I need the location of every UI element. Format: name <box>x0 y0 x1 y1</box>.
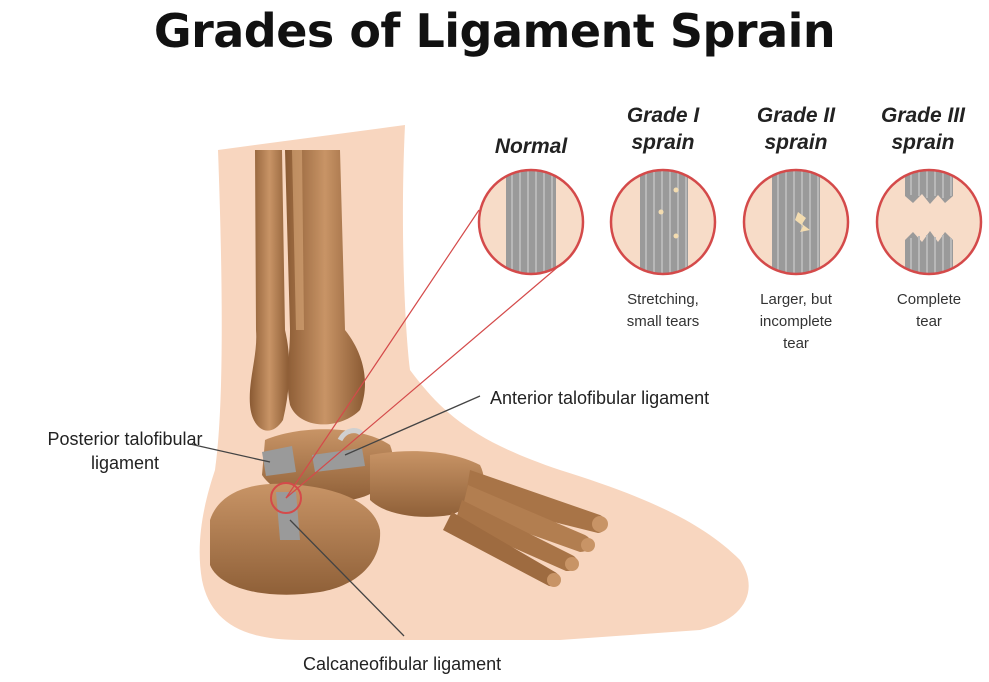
grade-description-grade-2: Larger, but incomplete tear <box>731 289 861 355</box>
grade-circle-normal <box>479 165 583 280</box>
grade-circle-grade-1 <box>611 165 715 280</box>
grade-circle-grade-2 <box>744 165 848 280</box>
grade-description-grade-1: Stretching, small tears <box>598 289 728 333</box>
grade-circle-grade-3 <box>877 165 981 280</box>
grade-label-normal: Normal <box>471 133 591 160</box>
callout-posterior-talofibular: Posterior talofibular ligament <box>20 427 230 475</box>
grade-label-grade-3: Grade III sprain <box>863 102 983 156</box>
callout-calcaneofibular: Calcaneofibular ligament <box>303 652 603 676</box>
calcaneofibular-ligament <box>276 492 300 540</box>
grade-label-grade-2: Grade II sprain <box>736 102 856 156</box>
callout-anterior-talofibular: Anterior talofibular ligament <box>490 386 820 410</box>
grade-description-grade-3: Complete tear <box>864 289 989 333</box>
grade-label-grade-1: Grade I sprain <box>603 102 723 156</box>
